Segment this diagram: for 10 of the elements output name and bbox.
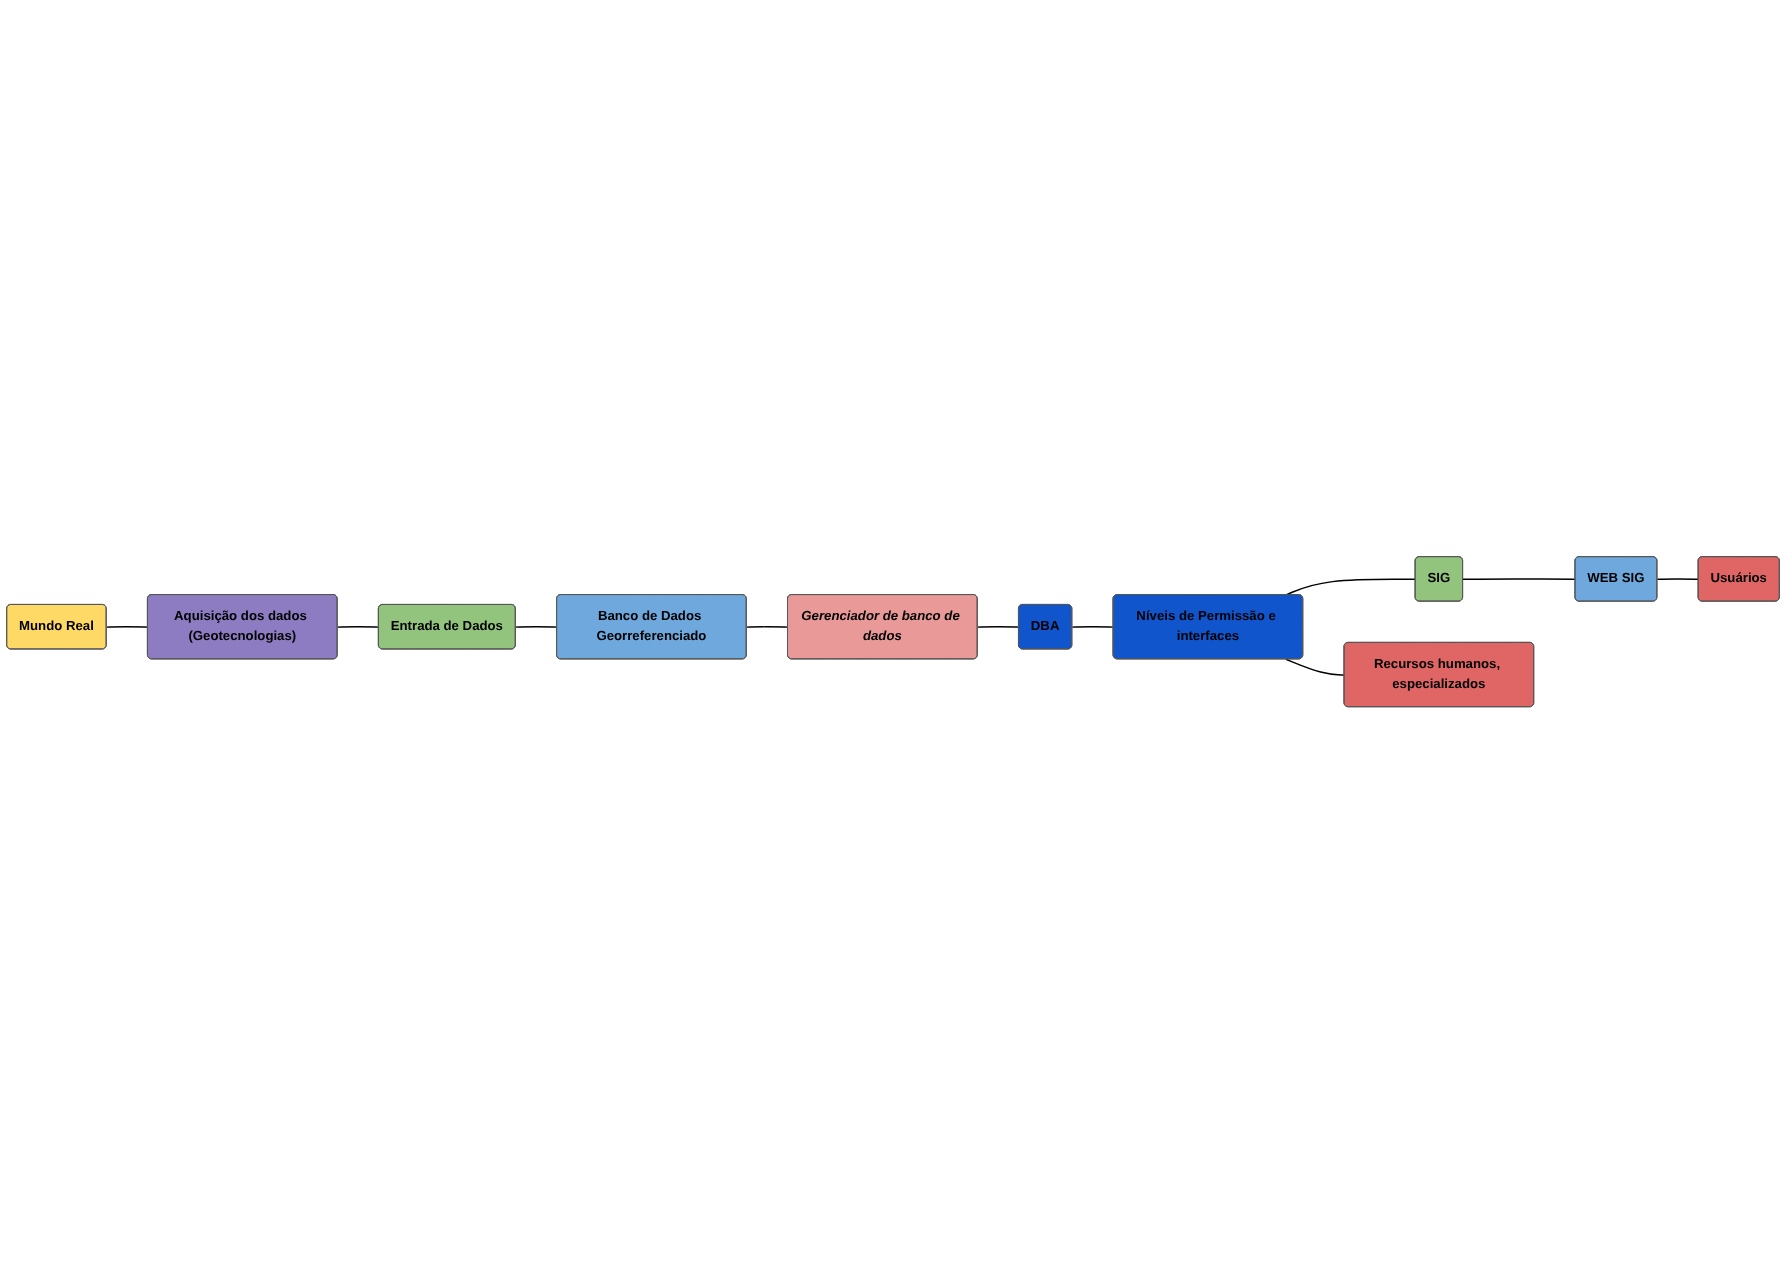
connector bbox=[1656, 578, 1700, 581]
connector bbox=[1285, 658, 1346, 677]
connector bbox=[336, 626, 380, 629]
connector bbox=[1462, 578, 1577, 581]
connector bbox=[515, 626, 558, 629]
connector bbox=[745, 626, 789, 629]
connector bbox=[976, 626, 1020, 629]
connector bbox=[1071, 626, 1115, 629]
connector bbox=[105, 626, 149, 629]
connector bbox=[1285, 578, 1417, 597]
